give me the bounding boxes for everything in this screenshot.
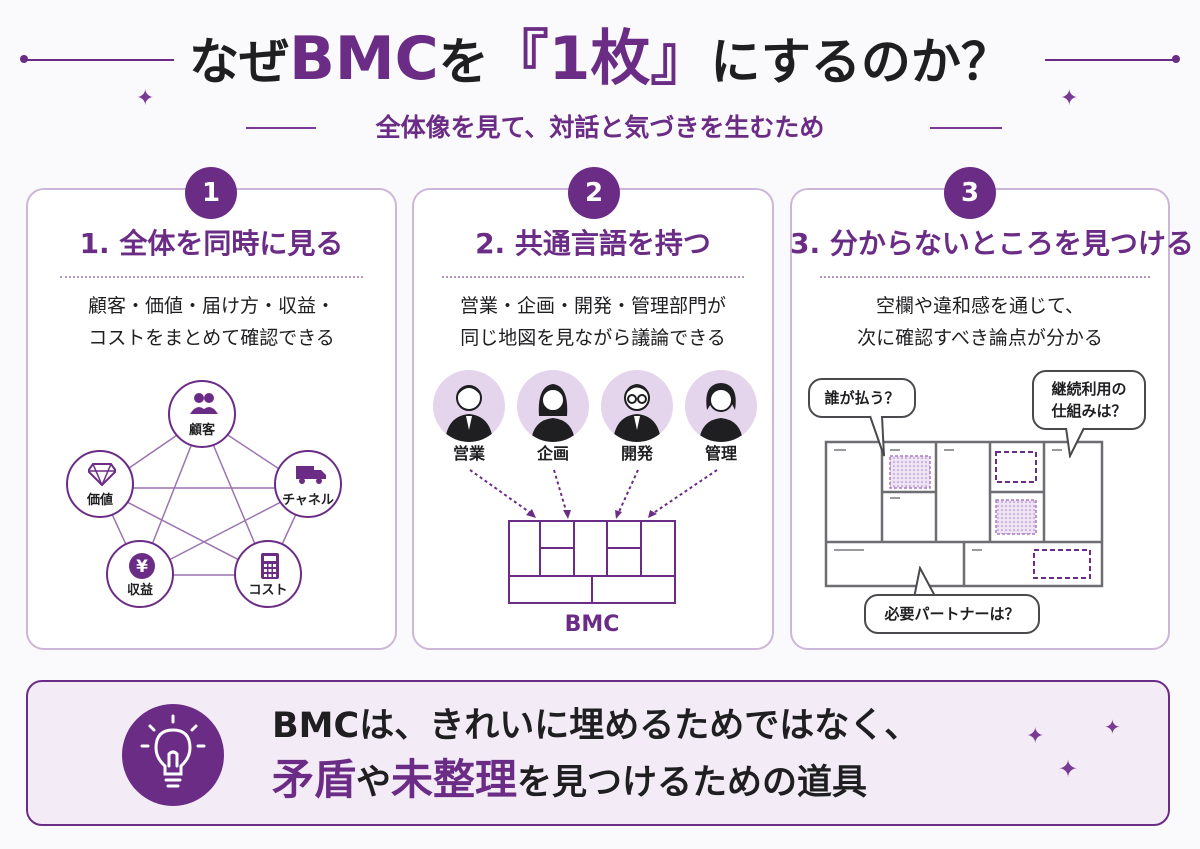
card-text: 空欄や違和感を通じて、次に確認すべき論点が分かる xyxy=(857,295,1103,349)
speech-bubble: 継続利用の仕組みは？ xyxy=(1032,370,1146,430)
diamond-icon xyxy=(88,463,116,486)
lightbulb-icon xyxy=(140,714,206,788)
svg-text:¥: ¥ xyxy=(136,557,148,577)
sparkle-icon: ✦ xyxy=(1026,724,1045,749)
person-label: 管理 xyxy=(704,444,737,463)
bmc-canvas-icon xyxy=(508,520,676,604)
person-icon xyxy=(685,370,757,442)
bubble-tail xyxy=(913,566,937,599)
card-divider xyxy=(60,276,363,278)
node-revenue: ¥ 収益 xyxy=(106,540,174,608)
title-right-dot xyxy=(1172,55,1180,63)
card-title: 1. 全体を同時に見る xyxy=(79,227,344,260)
speech-bubble: 必要パートナーは？ xyxy=(864,594,1040,634)
title-left-line xyxy=(24,59,174,61)
people-icon xyxy=(190,393,218,414)
node-cost: コスト xyxy=(234,540,302,608)
title-right-line xyxy=(1045,59,1175,61)
person-label: 営業 xyxy=(452,444,485,463)
bmc-canvas-sketch xyxy=(824,440,1104,588)
sparkle-icon: ✦ xyxy=(1058,755,1079,783)
card-number: 2 xyxy=(568,167,620,219)
card-number: 3 xyxy=(944,167,996,219)
person-icon xyxy=(433,370,505,442)
person-icon xyxy=(601,370,673,442)
node-customer: 顧客 xyxy=(168,380,236,448)
person-label: 開発 xyxy=(620,444,653,463)
card-divider xyxy=(820,276,1150,278)
person-icon xyxy=(517,370,589,442)
calculator-icon xyxy=(261,553,279,579)
page-subtitle: 全体像を見て、対話と気づきを生むため xyxy=(375,113,825,142)
yen-icon: ¥ xyxy=(129,553,155,579)
node-value: 価値 xyxy=(66,450,134,518)
card-text: 顧客・価値・届け方・収益・コストをまとめて確認できる xyxy=(87,295,335,349)
subtitle-left-line xyxy=(246,127,316,129)
page-title: なぜBMCを『1枚』にするのか？ xyxy=(189,24,1011,94)
truck-icon xyxy=(296,466,326,484)
sparkle-icon: ✦ xyxy=(1060,86,1079,111)
card-number: 1 xyxy=(185,167,237,219)
card-text: 営業・企画・開発・管理部門が同じ地図を見ながら議論できる xyxy=(459,295,726,349)
lightbulb-circle xyxy=(122,704,224,806)
card-title: 3. 分からないところを見つける xyxy=(790,227,1194,260)
bubble-tail xyxy=(1065,427,1085,458)
speech-bubble: 誰が払う？ xyxy=(808,378,916,418)
node-channel: チャネル xyxy=(274,450,342,518)
subtitle-right-line xyxy=(930,127,1002,129)
sparkle-icon: ✦ xyxy=(1104,715,1121,739)
bmc-label: BMC xyxy=(564,612,620,637)
bubble-tail xyxy=(869,415,885,457)
banner-line1: BMCは、きれいに埋めるためではなく、 xyxy=(272,706,920,746)
sparkle-icon: ✦ xyxy=(136,86,155,111)
banner-line2: 矛盾や未整理を見つけるための道具 xyxy=(272,755,868,804)
card-title: 2. 共通言語を持つ xyxy=(475,227,711,260)
connection-arrows xyxy=(469,469,718,519)
card-divider xyxy=(442,276,744,278)
person-label: 企画 xyxy=(536,444,569,463)
